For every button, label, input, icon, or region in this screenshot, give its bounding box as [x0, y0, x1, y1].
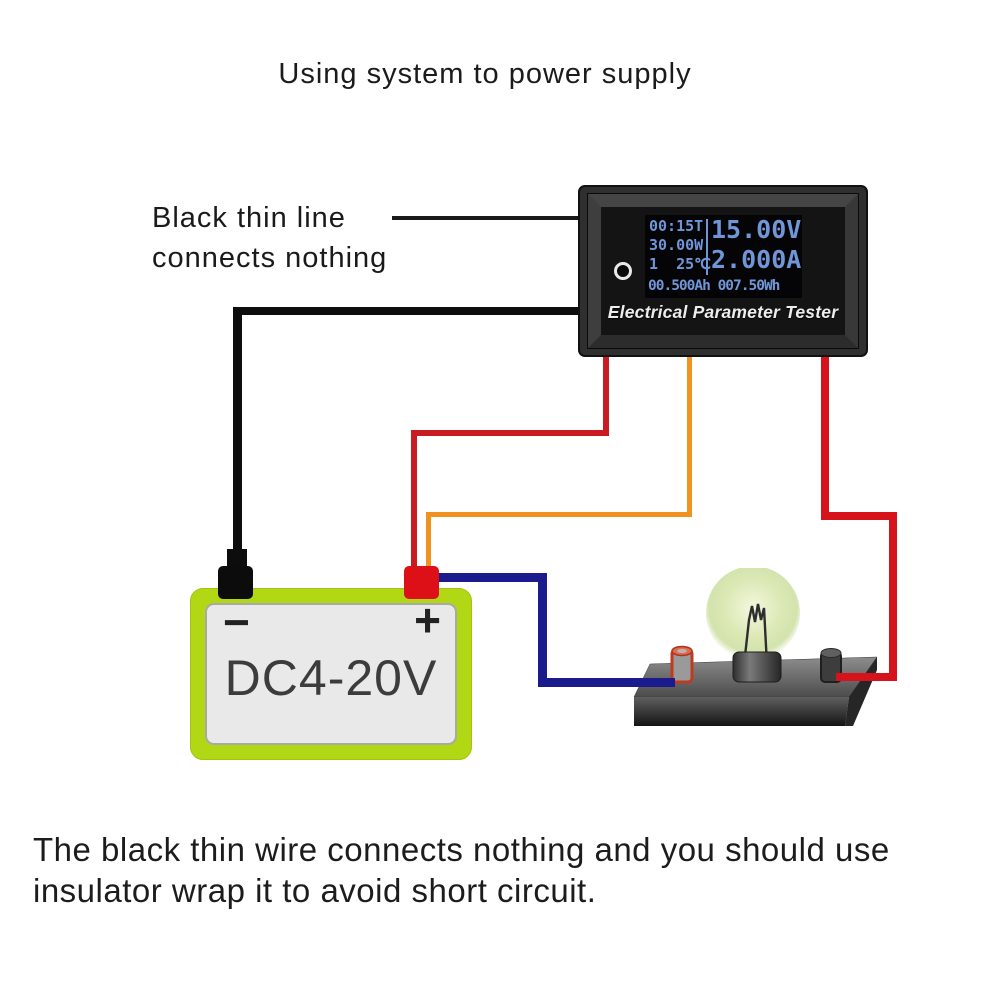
load-base-front [634, 697, 849, 726]
red-thick-wire-v2 [889, 512, 897, 681]
battery-minus-sign: − [223, 596, 250, 648]
caption-line1: The black thin wire connects nothing and… [33, 831, 890, 868]
caption-line2: insulator wrap it to avoid short circuit… [33, 872, 597, 909]
lcd-energy-value: 00.500Ah 007.50Wh [648, 278, 780, 294]
annotation-line1: Black thin line [152, 202, 346, 234]
blue-wire-h2 [538, 678, 675, 687]
battery-voltage-label: DC4-20V [224, 650, 438, 706]
annotation-line2: connects nothing [152, 242, 388, 274]
orange-wire-v1 [687, 357, 692, 517]
battery-positive-terminal [404, 566, 439, 599]
lcd-divider-line [706, 219, 708, 275]
lcd-power-value: 30.00W [649, 236, 704, 254]
lcd-voltage-value: 15.00V [711, 215, 802, 244]
tester-button[interactable] [614, 262, 632, 280]
battery-negative-terminal [218, 566, 253, 599]
red-thick-wire-h2 [836, 673, 897, 681]
red-thick-wire-v1 [821, 357, 829, 520]
red-thin-wire-v2 [411, 430, 417, 568]
blue-wire-h1 [437, 573, 547, 582]
battery: − + DC4-20V [190, 588, 472, 760]
tester-lcd-screen: 00:15T 30.00W 1 25℃ 15.00V 2.000A 00.500… [645, 215, 802, 298]
lcd-temp-value: 1 25℃ [649, 255, 711, 273]
blue-wire-v [538, 573, 547, 687]
orange-wire-v2 [426, 512, 431, 568]
red-thin-wire-v1 [603, 357, 609, 436]
page-title: Using system to power supply [278, 58, 692, 90]
black-wire-end-stub [227, 549, 247, 570]
bulb-filament-icon [742, 603, 769, 666]
red-thick-wire-h1 [821, 512, 897, 520]
terminal-post-red [670, 645, 694, 684]
orange-wire-h [426, 512, 692, 517]
annotation-pointer-line [392, 216, 578, 220]
black-wire-vertical [233, 307, 242, 568]
bulb-socket [732, 651, 782, 683]
lcd-current-value: 2.000A [711, 245, 802, 274]
black-wire-horizontal [233, 307, 578, 315]
light-bulb-load [633, 568, 878, 726]
lcd-time-value: 00:15T [649, 217, 704, 235]
red-thin-wire-h [411, 430, 609, 436]
tester-label: Electrical Parameter Tester [607, 302, 839, 322]
battery-face: − + DC4-20V [205, 594, 457, 745]
battery-plus-sign: + [414, 594, 441, 646]
